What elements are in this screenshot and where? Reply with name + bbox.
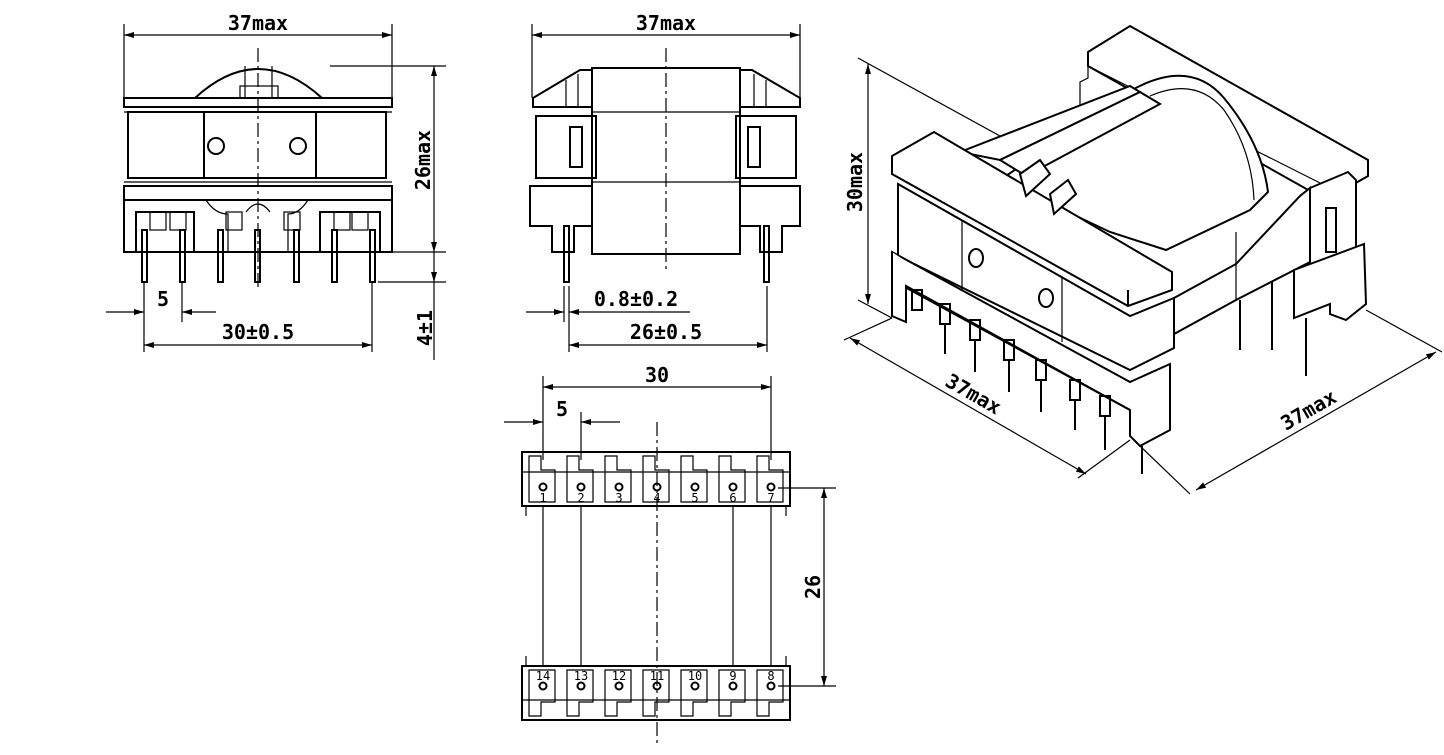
- pin-label: 13: [574, 669, 588, 683]
- dim-side-width: 37max: [636, 11, 696, 35]
- dim-iso-length: 37max: [941, 368, 1005, 419]
- dim-bottom-span: 30: [645, 363, 669, 387]
- pin-label: 10: [688, 669, 702, 683]
- dim-pin-diameter: 0.8±0.2: [594, 287, 678, 311]
- pin-label: 5: [691, 491, 698, 505]
- dim-front-width: 37max: [228, 11, 288, 35]
- dim-front-pitch: 5: [157, 287, 169, 311]
- top-pin-holes: [538, 482, 776, 492]
- pin-label: 12: [612, 669, 626, 683]
- pin-label: 7: [767, 491, 774, 505]
- front-view: 37max 26max 4±1 5 30±0.5: [106, 11, 446, 360]
- pin-label: 9: [729, 669, 736, 683]
- bottom-view: 1 2 3 4 5 6 7: [504, 363, 836, 746]
- dim-front-height: 26max: [411, 130, 435, 190]
- bottom-pin-slots: [528, 669, 784, 717]
- pin-label: 6: [729, 491, 736, 505]
- pin-label: 2: [577, 491, 584, 505]
- bottom-pin-labels: 14 13 12 11 10 9 8: [536, 669, 775, 683]
- top-pin-slots: [528, 455, 784, 503]
- pin-label: 1: [539, 491, 546, 505]
- dim-bottom-pitch: 5: [556, 397, 568, 421]
- dim-iso-height: 30max: [843, 152, 867, 212]
- dim-front-pin-span: 30±0.5: [222, 320, 294, 344]
- dim-bottom-row-span: 26: [801, 575, 825, 599]
- dim-pin-length: 4±1: [413, 310, 437, 346]
- pin-label: 8: [767, 669, 774, 683]
- pin-label: 3: [615, 491, 622, 505]
- pin-label: 14: [536, 669, 550, 683]
- dim-side-row-span: 26±0.5: [630, 320, 702, 344]
- dim-iso-width: 37max: [1276, 384, 1340, 435]
- isometric-view: 30max 37max 37max: [843, 24, 1443, 495]
- side-view: 37max 0.8±0.2 26±0.5: [526, 11, 801, 352]
